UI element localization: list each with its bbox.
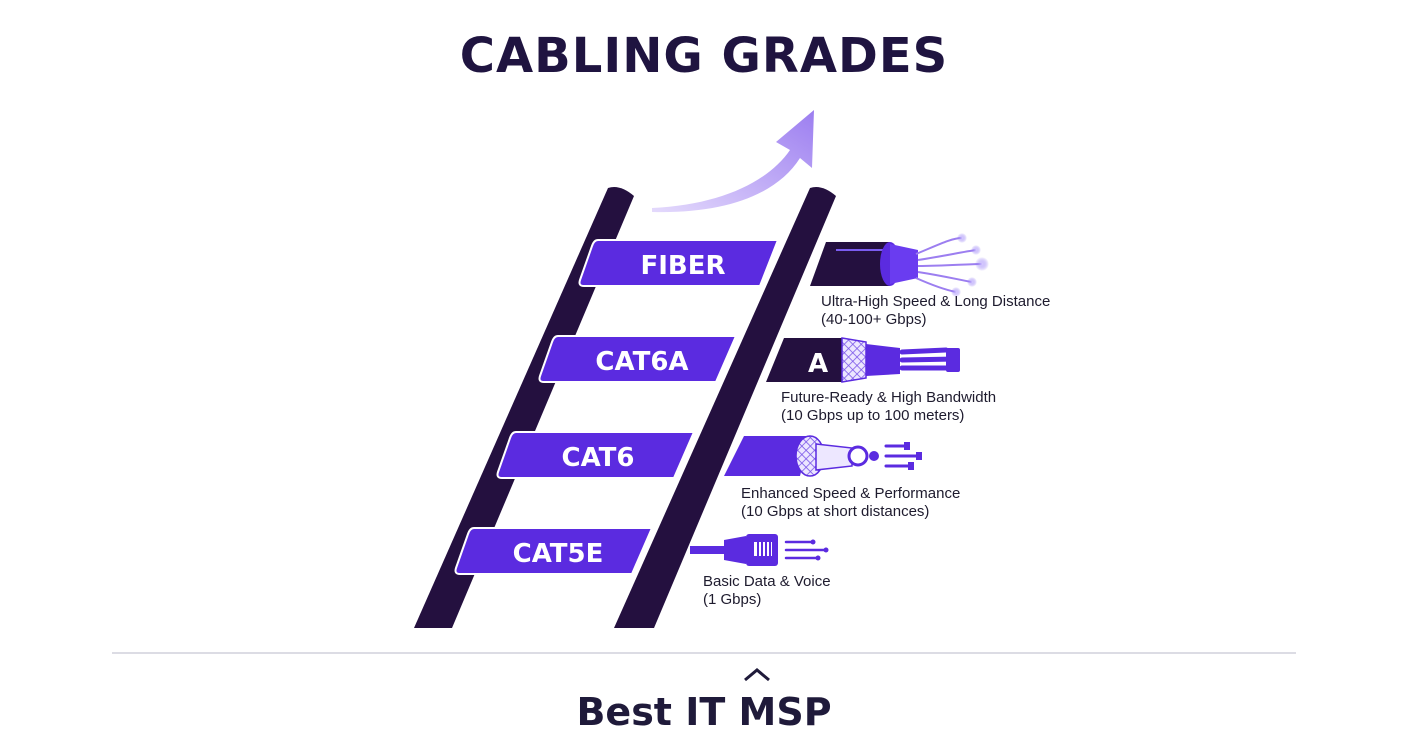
rung-label-cat6a: CAT6A xyxy=(595,347,688,377)
page-title: CABLING GRADES xyxy=(459,28,949,84)
brand-m-letter: M xyxy=(738,690,777,734)
cat6a-cable-icon: A xyxy=(766,337,960,383)
rung-label-cat5e: CAT5E xyxy=(513,539,604,569)
rung-label-cat6: CAT6 xyxy=(561,443,634,473)
desc-fiber-line2: (40-100+ Gbps) xyxy=(821,311,926,328)
cat5e-rj45-icon xyxy=(690,534,829,566)
rung-cat6a: CAT6A xyxy=(538,335,738,383)
desc-cat6-line1: Enhanced Speed & Performance xyxy=(741,485,960,502)
cat6a-badge-text: A xyxy=(808,349,828,379)
brand-prefix: Best IT xyxy=(576,690,739,734)
brand-logo: Best IT MSP xyxy=(0,668,1408,734)
caret-up-icon xyxy=(744,668,771,682)
fiber-cable-icon xyxy=(810,233,989,297)
desc-cat5e-line1: Basic Data & Voice xyxy=(703,573,831,590)
rung-label-fiber: FIBER xyxy=(640,251,725,281)
desc-fiber-line1: Ultra-High Speed & Long Distance xyxy=(821,293,1050,310)
brand-suffix: SP xyxy=(776,690,832,734)
brand-m: M xyxy=(738,668,777,734)
ladder-rail-right xyxy=(614,187,836,628)
desc-cat5e-line2: (1 Gbps) xyxy=(703,591,761,608)
desc-cat6a-line2: (10 Gbps up to 100 meters) xyxy=(781,407,964,424)
ladder-rail-left xyxy=(414,187,634,628)
footer-divider xyxy=(112,652,1296,654)
rung-fiber: FIBER xyxy=(578,239,780,287)
desc-cat6-line2: (10 Gbps at short distances) xyxy=(741,503,929,520)
rung-cat6: CAT6 xyxy=(496,431,696,479)
cat6-cable-icon xyxy=(724,435,922,477)
rung-cat5e: CAT5E xyxy=(454,527,654,575)
desc-cat6a-line1: Future-Ready & High Bandwidth xyxy=(781,389,996,406)
upgrade-arrow-icon xyxy=(652,110,814,213)
